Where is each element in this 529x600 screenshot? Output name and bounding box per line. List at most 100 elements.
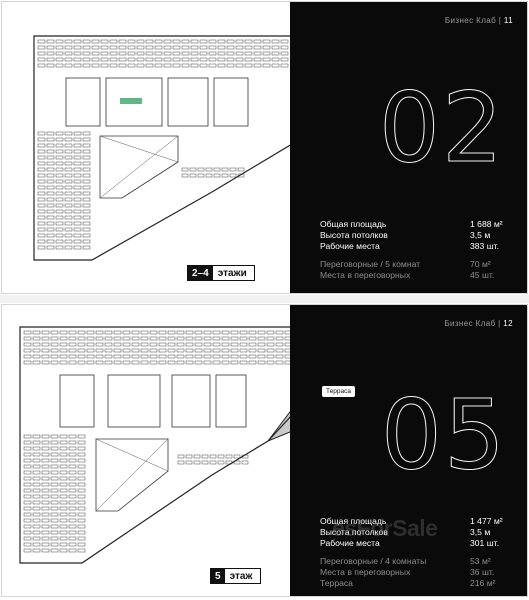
desk [37,155,46,160]
desk [122,330,131,335]
desk [104,348,113,353]
desk [113,330,122,335]
desk [239,360,248,365]
desk [158,330,167,335]
desk [217,454,225,459]
desk [64,45,73,50]
desk [163,57,172,62]
desk [46,161,55,166]
desk [50,500,59,505]
desk [244,57,253,62]
desk [82,215,91,220]
desk [217,45,226,50]
desk [59,524,68,529]
desk [23,488,32,493]
desk [41,342,50,347]
desk [212,360,221,365]
desk [235,39,244,44]
desk [55,209,64,214]
desk [46,63,55,68]
desk [32,536,41,541]
desk [64,63,73,68]
desk [41,452,50,457]
desk [37,185,46,190]
desk [82,155,91,160]
desk [113,336,122,341]
desk [73,239,82,244]
desk [23,446,32,451]
desk [73,221,82,226]
desk [230,342,239,347]
desk [86,336,95,341]
desk [230,360,239,365]
desk [100,57,109,62]
page-number: 12 [503,319,513,328]
desk [77,512,86,517]
page-number: 11 [503,16,513,25]
desk [131,348,140,353]
desk [209,460,217,465]
desk [46,227,55,232]
desk [194,342,203,347]
desk [109,39,118,44]
desk [77,464,86,469]
desk [91,51,100,56]
desk [73,51,82,56]
desk [212,354,221,359]
desk [73,185,82,190]
desk [185,348,194,353]
page-header: Бизнес Клаб | 12 [444,319,513,328]
floor-label: 5 этаж [210,568,261,584]
desk [37,233,46,238]
desk [37,143,46,148]
desk [64,155,73,160]
desk [208,45,217,50]
desk [77,500,86,505]
desk [64,221,73,226]
desk [235,45,244,50]
desk [73,137,82,142]
desk [95,342,104,347]
desk [32,342,41,347]
brochure-page-2: Терраса Бизнес Клаб | 12 05 Общая площад… [1,304,528,597]
desk [32,542,41,547]
desk [127,57,136,62]
desk [77,452,86,457]
desk [37,227,46,232]
desk [37,137,46,142]
desk [55,179,64,184]
brand-name: Бизнес Клаб [444,319,496,328]
desk [181,51,190,56]
desk [118,63,127,68]
desk [271,57,280,62]
desk [68,360,77,365]
desk [271,51,280,56]
desk [32,482,41,487]
desk [32,494,41,499]
stat-row: Высота потолков 3,5 м [320,527,491,537]
desk [68,518,77,523]
desk [55,227,64,232]
desk [163,39,172,44]
desk [122,360,131,365]
desk [32,348,41,353]
atrium [99,135,179,199]
desk [59,458,68,463]
desk [64,39,73,44]
desk [203,360,212,365]
desk [181,173,189,178]
desk [23,452,32,457]
desk [140,336,149,341]
desk [68,482,77,487]
desk [59,348,68,353]
desk [23,434,32,439]
desk [41,348,50,353]
desk [203,336,212,341]
desk [194,348,203,353]
desk [104,342,113,347]
desk [41,536,50,541]
desk [221,342,230,347]
desk [37,39,46,44]
desk [50,360,59,365]
desk [172,45,181,50]
